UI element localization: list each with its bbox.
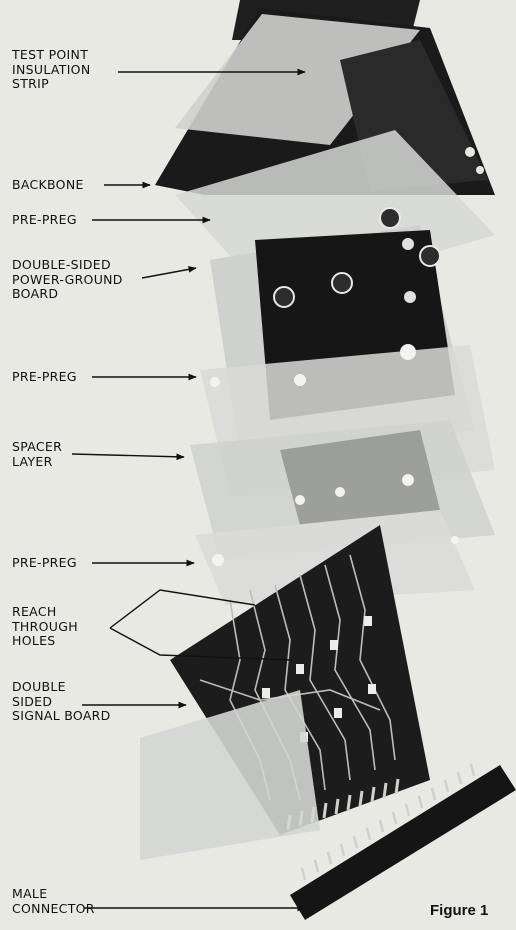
board-hole [294,374,306,386]
board-hole [402,238,414,250]
backbone-hole [476,166,484,174]
label-power-ground-board: DOUBLE-SIDED POWER-GROUND BOARD [12,258,123,302]
board-pad [332,273,352,293]
board-hole [335,487,345,497]
leader-spacer [72,454,184,457]
figure-caption: Figure 1 [430,902,488,919]
label-pre-preg-2: PRE-PREG [12,370,77,385]
label-signal-board: DOUBLE SIDED SIGNAL BOARD [12,680,111,724]
board-hole [295,495,305,505]
label-reach-through-holes: REACH THROUGH HOLES [12,605,78,649]
board-hole [404,291,416,303]
label-male-connector: MALE CONNECTOR [12,887,95,916]
label-spacer-layer: SPACER LAYER [12,440,62,469]
board-hole [451,536,459,544]
label-pre-preg-3: PRE-PREG [12,556,77,571]
board-hole [212,554,224,566]
label-test-point-insulation-strip: TEST POINT INSULATION STRIP [12,48,90,92]
board-hole [402,474,414,486]
board-pad [380,208,400,228]
board-pad [420,246,440,266]
bottom-pale-sheet [140,690,320,860]
label-backbone: BACKBONE [12,178,84,193]
board-hole [400,344,416,360]
backbone-hole [465,147,475,157]
label-pre-preg-1: PRE-PREG [12,213,77,228]
leader-power-ground [142,268,196,278]
board-pad [274,287,294,307]
board-hole [210,377,220,387]
